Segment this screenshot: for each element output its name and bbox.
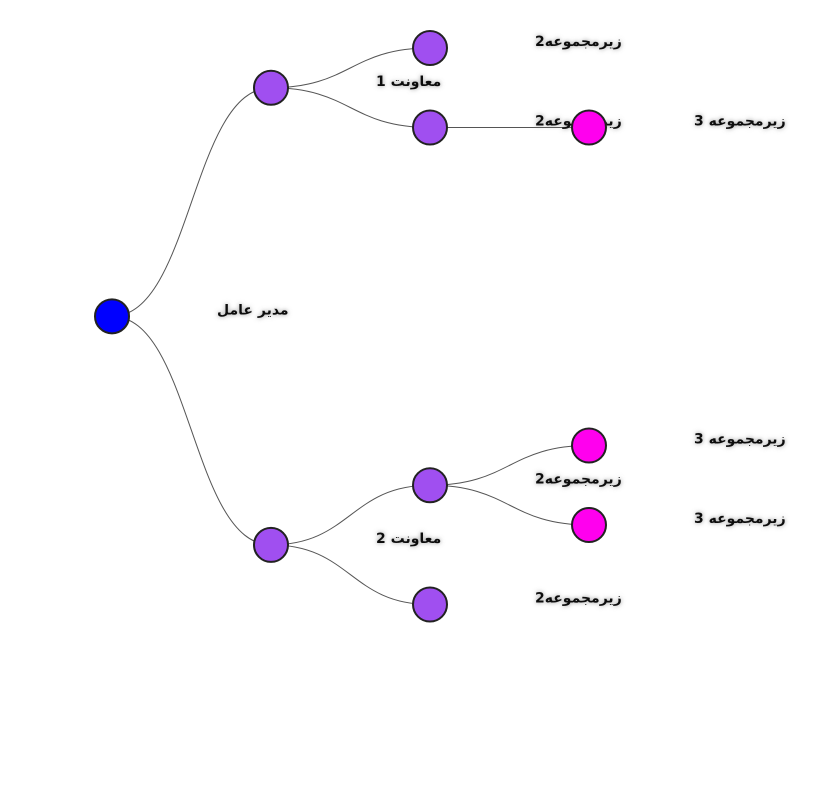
tree-link-7: [429, 484, 590, 526]
tree-links: [111, 47, 590, 605]
tree-link-1: [270, 47, 431, 89]
node-circle[interactable]: [571, 427, 607, 464]
tree-link-5: [270, 484, 431, 546]
node-circle[interactable]: [412, 109, 448, 146]
node-circle[interactable]: [571, 507, 607, 543]
node-circle[interactable]: [571, 109, 607, 146]
node-circle[interactable]: [412, 30, 448, 66]
node-label: زیرمجموعه2: [535, 471, 622, 487]
node-label: معاونت 1: [376, 74, 441, 90]
tree-node-level1-5[interactable]: معاونت 2: [253, 526, 441, 563]
tree-node-level3-4[interactable]: زیرمجموعه 3: [571, 109, 786, 146]
node-label: مدیر عامل: [217, 302, 289, 318]
tree-node-level3-8[interactable]: زیرمجموعه 3: [571, 507, 786, 543]
node-label: زیرمجموعه2: [535, 34, 622, 50]
tree-node-level2-9[interactable]: زیرمجموعه2: [412, 586, 622, 623]
tree-node-level2-6[interactable]: زیرمجموعه2: [412, 467, 622, 504]
tree-link-6: [429, 445, 590, 486]
tree-link-8: [270, 544, 431, 605]
tree-node-level3-7[interactable]: زیرمجموعه 3: [571, 427, 786, 464]
node-label: زیرمجموعه2: [535, 591, 622, 607]
tree-link-4: [111, 315, 272, 546]
tree-node-level1-1[interactable]: معاونت 1: [253, 69, 441, 106]
node-circle[interactable]: [253, 526, 289, 563]
node-circle[interactable]: [412, 586, 448, 623]
tree-node-root-0[interactable]: مدیر عامل: [94, 298, 289, 335]
node-circle[interactable]: [94, 298, 130, 335]
node-label: معاونت 2: [376, 531, 441, 547]
tree-nodes: مدیر عامل معاونت 1 زیرمجموعه2 زیرمجموعه2 زیر…: [94, 30, 786, 623]
tree-node-level2-2[interactable]: زیرمجموعه2: [412, 30, 622, 66]
node-label: زیرمجموعه 3: [694, 511, 786, 527]
node-circle[interactable]: [253, 69, 289, 106]
tree-link-2: [270, 87, 431, 128]
node-label: زیرمجموعه 3: [694, 114, 786, 130]
node-circle[interactable]: [412, 467, 448, 504]
tree-link-0: [111, 87, 272, 317]
node-label: زیرمجموعه 3: [694, 432, 786, 448]
